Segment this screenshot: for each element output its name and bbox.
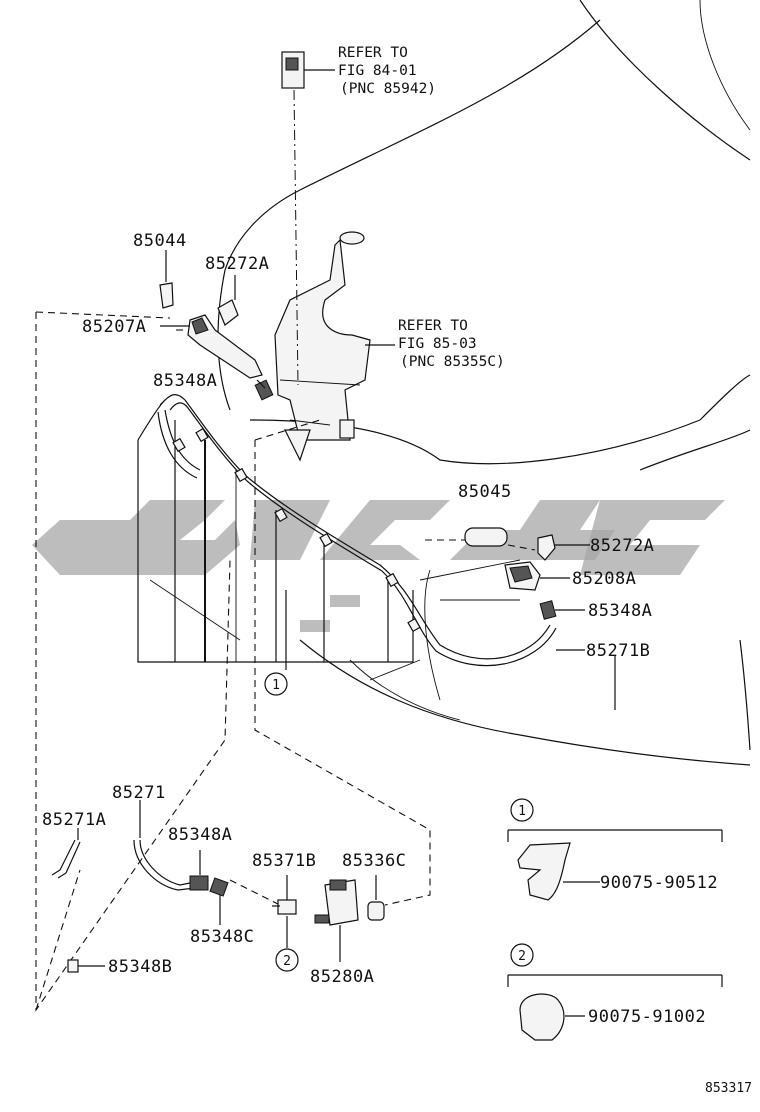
vehicle-body-outline [217, 0, 751, 766]
ref1-line1: REFER TO [338, 45, 408, 61]
legend-marker-2: 2 [518, 949, 526, 964]
legend [507, 829, 723, 1041]
label-85348a-top: 85348A [153, 371, 217, 391]
diagram-id: 853317 [705, 1081, 752, 1096]
ref2-line1: REFER TO [398, 318, 468, 334]
callout-1: 1 [272, 678, 280, 693]
reference-notes: REFER TO FIG 84-01 (PNC 85942) REFER TO … [338, 45, 505, 370]
label-85272a-top: 85272A [205, 254, 269, 274]
label-85044: 85044 [133, 231, 187, 251]
ref1-line2: FIG 84-01 [338, 63, 417, 79]
label-85348a-right: 85348A [588, 601, 652, 621]
washer-tank [274, 231, 371, 462]
legend-part-1: 90075-90512 [600, 873, 718, 893]
legend-part-2: 90075-91002 [588, 1007, 706, 1027]
reference-part-top [281, 51, 335, 386]
ref2-line2: FIG 85-03 [398, 336, 477, 352]
label-85271: 85271 [112, 783, 166, 803]
label-85271b: 85271B [586, 641, 650, 661]
label-85045: 85045 [458, 482, 512, 502]
parts-lower-exploded [51, 839, 385, 973]
label-85207a: 85207A [82, 317, 146, 337]
callout-markers: 1 2 1 2 [264, 672, 534, 972]
leader-lines [77, 325, 395, 962]
ref1-line3: (PNC 85942) [340, 81, 436, 97]
washer-hose [157, 393, 557, 667]
hose-clips [172, 427, 421, 633]
label-85208a: 85208A [572, 569, 636, 589]
label-85271a: 85271A [42, 810, 106, 830]
label-85348c: 85348C [190, 927, 254, 947]
part-labels: 85044 85272A 85207A 85348A 85045 85272A … [42, 231, 718, 1027]
ref2-line3: (PNC 85355C) [400, 354, 505, 370]
parts-upper-left [159, 250, 274, 401]
label-85280a: 85280A [310, 967, 374, 987]
group-boundaries [35, 311, 431, 1012]
parts-right-nozzle [425, 527, 616, 710]
label-85348a-bottom: 85348A [168, 825, 232, 845]
label-85348b: 85348B [108, 957, 172, 977]
label-85272a-right: 85272A [590, 536, 654, 556]
label-85336c: 85336C [342, 851, 406, 871]
legend-marker-1: 1 [518, 804, 526, 819]
label-85371b: 85371B [252, 851, 316, 871]
mounting-panel [137, 399, 414, 663]
callout-2: 2 [283, 954, 291, 969]
